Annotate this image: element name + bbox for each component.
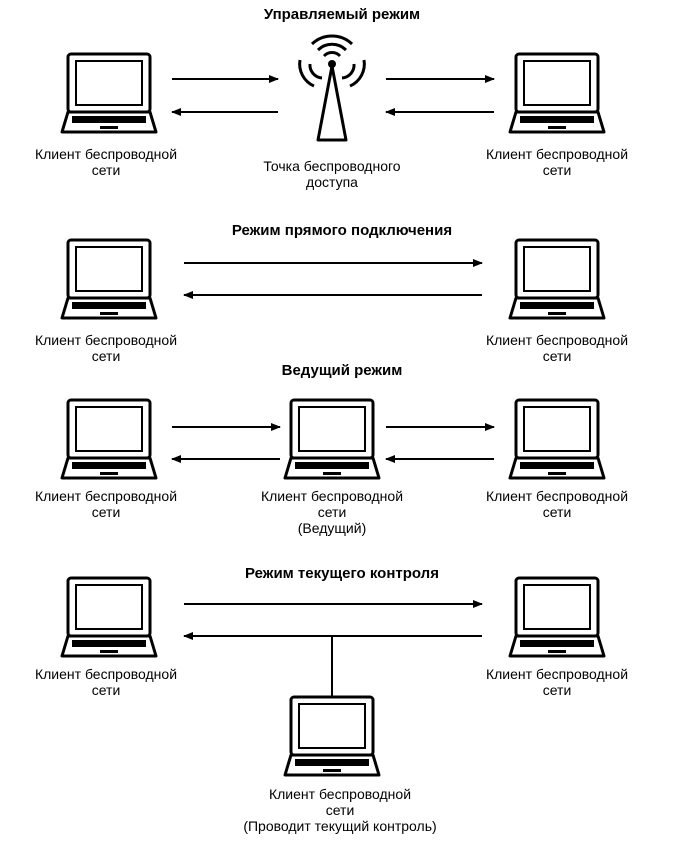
title-monitor-mode: Режим текущего контроля	[245, 565, 439, 582]
laptop-icon	[283, 695, 381, 777]
laptop-icon	[283, 398, 381, 480]
laptop-icon	[508, 576, 606, 658]
laptop-icon	[60, 576, 158, 658]
title-managed-mode: Управляемый режим	[263, 6, 421, 23]
laptop-icon	[60, 52, 158, 134]
title-master-mode: Ведущий режим	[281, 362, 403, 379]
laptop-icon	[60, 398, 158, 480]
laptop-icon	[508, 398, 606, 480]
laptop-icon	[508, 238, 606, 320]
laptop-icon	[60, 238, 158, 320]
title-adhoc-mode: Режим прямого подключения	[231, 222, 453, 239]
antenna-tower-icon	[298, 34, 366, 142]
laptop-icon	[508, 52, 606, 134]
